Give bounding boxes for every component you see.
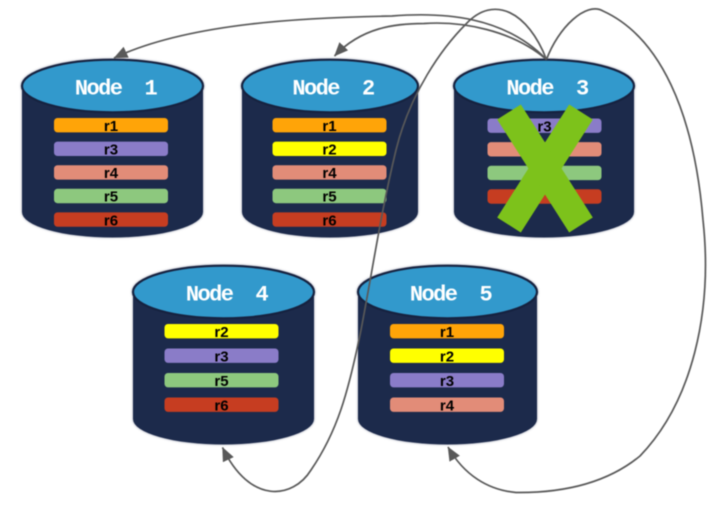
svg-text:r6: r6 <box>322 212 336 229</box>
svg-text:r2: r2 <box>322 142 336 159</box>
svg-text:r5: r5 <box>214 373 228 390</box>
svg-text:r2: r2 <box>440 348 454 365</box>
svg-text:r5: r5 <box>322 189 336 206</box>
svg-text:r1: r1 <box>322 118 336 135</box>
svg-text:r4: r4 <box>104 165 119 182</box>
svg-text:r4: r4 <box>440 397 455 414</box>
svg-text:r1: r1 <box>104 118 118 135</box>
svg-text:r2: r2 <box>214 324 228 341</box>
svg-text:r4: r4 <box>322 165 337 182</box>
svg-text:r3: r3 <box>214 348 228 365</box>
svg-text:Node 3: Node 3 <box>506 77 589 102</box>
svg-text:r6: r6 <box>104 212 118 229</box>
svg-text:Node 2: Node 2 <box>292 77 374 102</box>
svg-text:r3: r3 <box>537 118 551 135</box>
svg-text:r1: r1 <box>440 324 454 341</box>
svg-text:Node 4: Node 4 <box>186 283 269 308</box>
svg-text:Node 1: Node 1 <box>75 77 158 102</box>
svg-text:Node 5: Node 5 <box>410 283 493 308</box>
svg-text:r6: r6 <box>214 397 228 414</box>
svg-text:r5: r5 <box>104 189 118 206</box>
svg-text:r3: r3 <box>440 373 454 390</box>
svg-text:r3: r3 <box>104 142 118 159</box>
